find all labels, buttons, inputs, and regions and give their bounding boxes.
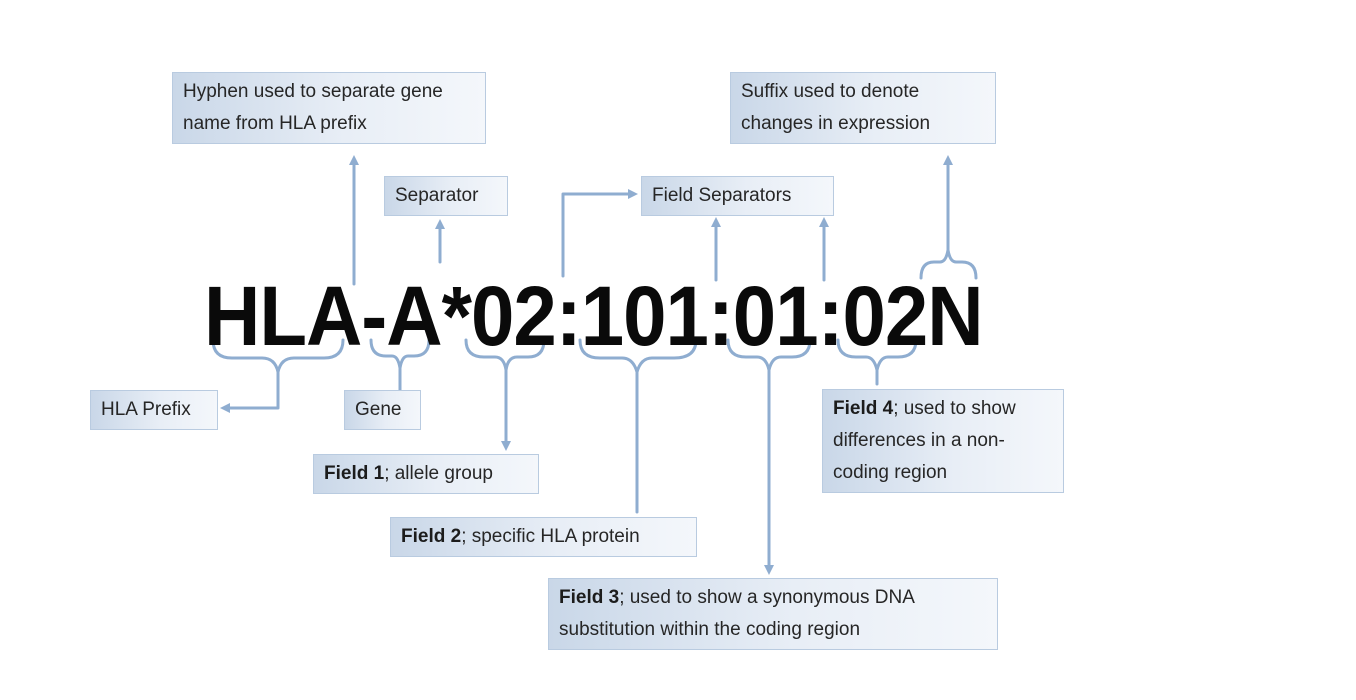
label-gene: Gene (344, 390, 421, 430)
label-separator: Separator (384, 176, 508, 216)
connector-field-separator-1 (561, 189, 638, 278)
label-separator-text: Separator (395, 185, 479, 206)
label-field1-bold: Field 1 (324, 463, 385, 484)
label-field2: Field 2; specific HLA protein (390, 517, 697, 557)
connector-hla-prefix (220, 370, 280, 413)
label-field4-text: ; used to show differences in a non-codi… (833, 398, 1016, 483)
label-suffix: Suffix used to denote changes in express… (730, 72, 996, 144)
label-field4-bold: Field 4 (833, 398, 894, 419)
label-hyphen-text: Hyphen used to separate gene name from H… (183, 81, 443, 134)
label-field-separators: Field Separators (641, 176, 834, 216)
label-hla-prefix: HLA Prefix (90, 390, 218, 430)
label-field3: Field 3; used to show a synonymous DNA s… (548, 578, 998, 650)
label-field1: Field 1; allele group (313, 454, 539, 494)
label-field4: Field 4; used to show differences in a n… (822, 389, 1064, 493)
label-field3-text: ; used to show a synonymous DNA substitu… (559, 587, 914, 640)
label-field-separators-text: Field Separators (652, 185, 792, 206)
label-field2-bold: Field 2 (401, 526, 462, 547)
label-field2-text: ; specific HLA protein (461, 526, 640, 547)
label-field1-text: ; allele group (384, 463, 493, 484)
label-hyphen: Hyphen used to separate gene name from H… (172, 72, 486, 144)
label-hla-prefix-text: HLA Prefix (101, 399, 191, 420)
label-field3-bold: Field 3 (559, 587, 620, 608)
label-suffix-text: Suffix used to denote changes in express… (741, 81, 931, 134)
label-gene-text: Gene (355, 399, 402, 420)
allele-name: HLA-A*02:101:01:02N (204, 268, 984, 364)
